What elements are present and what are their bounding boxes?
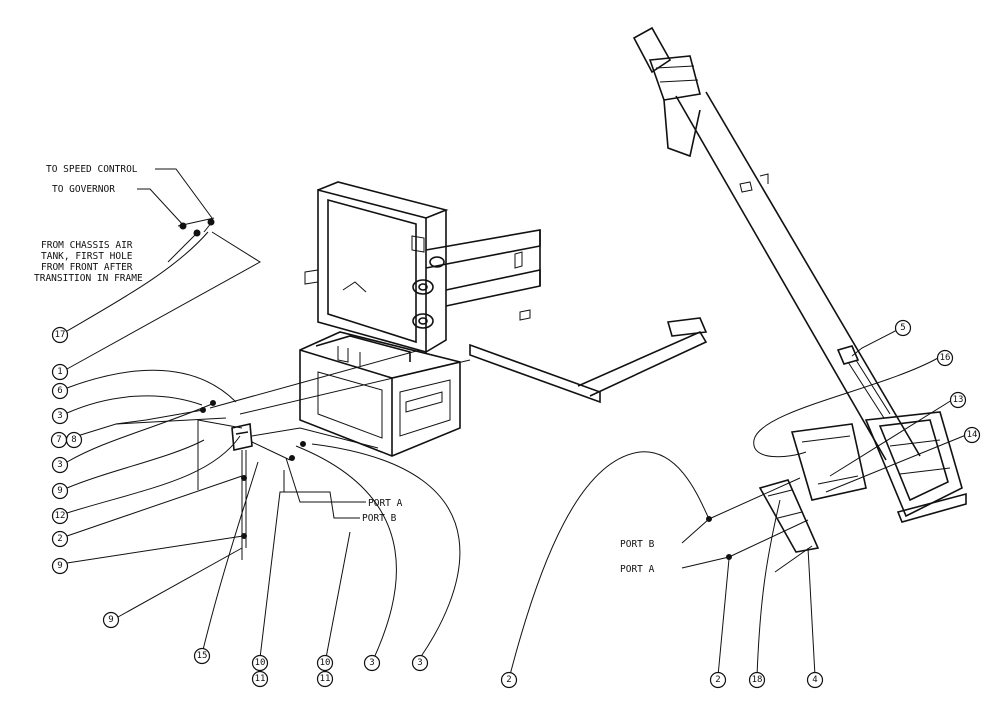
control-valve-assembly (197, 349, 471, 560)
callout-3: 3 (51, 456, 69, 474)
callout-12: 12 (51, 507, 69, 525)
note-port-b-right: PORT B (620, 539, 655, 550)
note-to-governor: TO GOVERNOR (52, 184, 115, 195)
callout-15: 15 (193, 647, 211, 665)
svg-text:3: 3 (417, 658, 422, 668)
svg-text:8: 8 (71, 435, 76, 445)
svg-text:1: 1 (57, 367, 62, 377)
callout-3: 3 (363, 654, 381, 672)
callout-11: 11 (251, 670, 269, 688)
svg-text:11: 11 (320, 674, 331, 684)
callout-2: 2 (709, 671, 727, 689)
note-from-chassis-line4: TRANSITION IN FRAME (34, 273, 143, 284)
svg-text:10: 10 (320, 658, 331, 668)
callout-4: 4 (806, 671, 824, 689)
callout-7: 7 (50, 431, 68, 449)
auger-tube (632, 26, 967, 523)
callout-17: 17 (51, 326, 69, 344)
svg-text:2: 2 (715, 675, 720, 685)
callout-2: 2 (500, 671, 518, 689)
note-port-b-left: PORT B (362, 513, 397, 524)
callout-14: 14 (963, 426, 981, 444)
svg-text:10: 10 (255, 658, 266, 668)
svg-text:7: 7 (56, 435, 61, 445)
note-to-speed-control: TO SPEED CONTROL (46, 164, 138, 175)
svg-text:13: 13 (953, 395, 964, 405)
svg-text:9: 9 (57, 561, 62, 571)
callouts: 17 1 6 3 7 8 3 9 12 2 9 9 15 10 11 10 11… (50, 319, 981, 689)
callout-3: 3 (411, 654, 429, 672)
svg-text:16: 16 (940, 353, 951, 363)
callout-8: 8 (65, 431, 83, 449)
callout-1: 1 (51, 363, 69, 381)
note-port-a-left: PORT A (368, 498, 403, 509)
svg-text:12: 12 (55, 511, 66, 521)
callout-16: 16 (936, 349, 954, 367)
svg-text:5: 5 (900, 323, 905, 333)
svg-text:9: 9 (108, 615, 113, 625)
svg-text:14: 14 (967, 430, 978, 440)
callout-10: 10 (316, 654, 334, 672)
callout-5: 5 (894, 319, 912, 337)
note-from-chassis-line1: FROM CHASSIS AIR (41, 240, 133, 251)
svg-text:3: 3 (57, 460, 62, 470)
svg-text:3: 3 (369, 658, 374, 668)
callout-18: 18 (748, 671, 766, 689)
callout-3: 3 (51, 407, 69, 425)
svg-text:2: 2 (57, 534, 62, 544)
callout-9: 9 (102, 611, 120, 629)
svg-text:18: 18 (752, 675, 763, 685)
callout-11: 11 (316, 670, 334, 688)
svg-text:3: 3 (57, 411, 62, 421)
svg-text:17: 17 (55, 330, 66, 340)
note-from-chassis-line2: TANK, FIRST HOLE (41, 251, 133, 262)
air-fittings (177, 217, 215, 237)
text-notes: TO SPEED CONTROL TO GOVERNOR FROM CHASSI… (34, 164, 655, 575)
svg-text:15: 15 (197, 651, 208, 661)
svg-text:11: 11 (255, 674, 266, 684)
callout-9: 9 (51, 557, 69, 575)
svg-text:2: 2 (506, 675, 511, 685)
callout-10: 10 (251, 654, 269, 672)
callout-2: 2 (51, 530, 69, 548)
svg-text:4: 4 (812, 675, 817, 685)
svg-text:6: 6 (57, 386, 62, 396)
callout-6: 6 (51, 382, 69, 400)
valve-bracket-right (706, 477, 820, 573)
note-from-chassis-line3: FROM FRONT AFTER (41, 262, 133, 273)
svg-text:9: 9 (57, 486, 62, 496)
callout-9: 9 (51, 482, 69, 500)
note-port-a-right: PORT A (620, 564, 655, 575)
leader-lines (66, 168, 967, 677)
callout-13: 13 (949, 391, 967, 409)
chassis-frame (304, 181, 708, 404)
